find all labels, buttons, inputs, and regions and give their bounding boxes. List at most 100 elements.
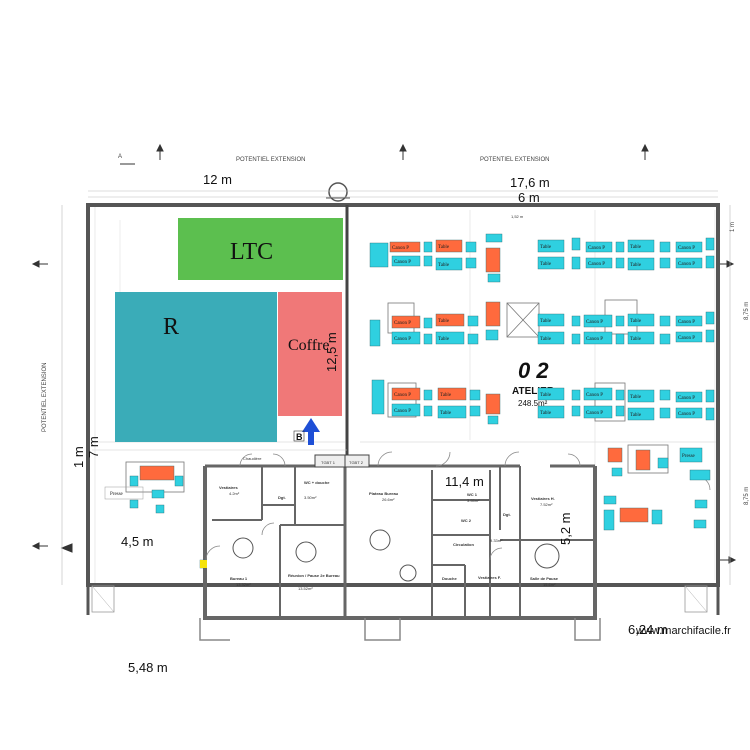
furniture-item[interactable] xyxy=(675,315,703,327)
furniture-item[interactable] xyxy=(469,405,481,417)
furniture-item[interactable] xyxy=(627,407,655,421)
furniture-item[interactable] xyxy=(485,301,501,327)
furniture-item[interactable] xyxy=(627,331,655,345)
furniture-item[interactable] xyxy=(659,389,671,401)
furniture-item[interactable] xyxy=(537,387,565,401)
furniture-item[interactable] xyxy=(659,257,671,269)
furniture-item[interactable] xyxy=(485,247,501,273)
furniture-item[interactable] xyxy=(571,389,581,401)
furniture-item[interactable] xyxy=(651,509,663,525)
furniture-item[interactable] xyxy=(467,315,479,327)
furniture-item[interactable] xyxy=(423,405,433,417)
furniture-item[interactable] xyxy=(435,239,463,253)
furniture-item[interactable] xyxy=(689,469,711,481)
furniture-item[interactable] xyxy=(615,389,625,401)
furniture-item[interactable] xyxy=(627,313,655,327)
furniture-item[interactable] xyxy=(423,255,433,267)
furniture-item[interactable] xyxy=(571,315,581,327)
furniture-item[interactable] xyxy=(465,257,477,269)
furniture-item[interactable] xyxy=(705,407,715,421)
furniture-item[interactable] xyxy=(391,315,421,329)
furniture-item[interactable] xyxy=(485,233,503,243)
furniture-item[interactable] xyxy=(139,465,175,481)
furniture-item[interactable] xyxy=(659,241,671,253)
furniture-item[interactable] xyxy=(583,387,613,401)
furniture-item[interactable] xyxy=(423,317,433,329)
furniture-item[interactable] xyxy=(705,329,715,343)
furniture-item[interactable] xyxy=(369,242,389,268)
furniture-item[interactable] xyxy=(694,499,708,509)
furniture-item[interactable] xyxy=(611,467,623,477)
furniture-item[interactable] xyxy=(129,499,139,509)
furniture-item[interactable] xyxy=(571,256,581,270)
furniture-item[interactable] xyxy=(369,319,381,347)
furniture-item[interactable] xyxy=(129,475,139,487)
furniture-item[interactable] xyxy=(571,237,581,251)
furniture-item[interactable] xyxy=(423,241,433,253)
furniture-item[interactable] xyxy=(627,389,655,403)
zone-r[interactable] xyxy=(115,292,277,442)
furniture-item[interactable] xyxy=(585,257,613,269)
furniture-item[interactable] xyxy=(174,475,184,487)
furniture-item[interactable] xyxy=(675,391,703,403)
furniture-item[interactable] xyxy=(151,489,165,499)
furniture-item[interactable] xyxy=(571,405,581,417)
furniture-item[interactable] xyxy=(705,255,715,269)
furniture-item[interactable] xyxy=(583,314,613,328)
furniture-item[interactable] xyxy=(537,239,565,253)
furniture-item[interactable] xyxy=(583,331,613,345)
furniture-item[interactable] xyxy=(371,379,385,415)
furniture-item[interactable] xyxy=(437,405,467,419)
furniture-item[interactable] xyxy=(607,447,623,463)
furniture-item[interactable] xyxy=(659,315,671,327)
furniture-item[interactable] xyxy=(391,331,421,345)
furniture-item[interactable] xyxy=(693,519,707,529)
furniture-item[interactable] xyxy=(391,403,421,417)
furniture-item[interactable] xyxy=(615,241,625,253)
furniture-item[interactable] xyxy=(485,329,499,341)
furniture-item[interactable] xyxy=(675,241,703,253)
furniture-item[interactable] xyxy=(627,257,655,271)
furniture-item[interactable] xyxy=(705,237,715,251)
furniture-item[interactable] xyxy=(537,256,565,270)
furniture-item[interactable] xyxy=(435,331,465,345)
furniture-item[interactable] xyxy=(627,239,655,253)
furniture-item[interactable] xyxy=(437,387,467,401)
furniture-item[interactable] xyxy=(155,504,165,514)
furniture-item[interactable] xyxy=(423,333,433,345)
furniture-item[interactable] xyxy=(619,507,649,523)
furniture-item[interactable] xyxy=(435,313,465,327)
furniture-item[interactable] xyxy=(659,333,671,345)
furniture-item[interactable] xyxy=(675,407,703,419)
furniture-item[interactable] xyxy=(705,311,715,325)
furniture-item[interactable] xyxy=(485,393,501,415)
furniture-item[interactable] xyxy=(465,241,477,253)
furniture-item[interactable] xyxy=(657,457,669,469)
zone-coffre[interactable] xyxy=(278,292,342,416)
furniture-item[interactable] xyxy=(389,241,421,253)
furniture-item[interactable] xyxy=(537,331,565,345)
furniture-item[interactable] xyxy=(705,389,715,403)
furniture-item[interactable] xyxy=(487,415,499,425)
furniture-item[interactable] xyxy=(603,495,617,505)
furniture-item[interactable] xyxy=(469,389,481,401)
furniture-item[interactable] xyxy=(467,333,479,345)
furniture-item[interactable] xyxy=(615,315,625,327)
furniture-item[interactable] xyxy=(571,333,581,345)
furniture-item[interactable] xyxy=(615,257,625,269)
furniture-item[interactable] xyxy=(423,389,433,401)
furniture-item[interactable] xyxy=(537,313,565,327)
furniture-item[interactable] xyxy=(635,449,651,471)
furniture-item[interactable] xyxy=(391,387,421,401)
furniture-item[interactable] xyxy=(603,509,615,531)
furniture-item[interactable] xyxy=(615,405,625,417)
furniture-item[interactable] xyxy=(659,407,671,419)
furniture-item[interactable] xyxy=(435,257,463,271)
furniture-item[interactable] xyxy=(679,447,703,463)
furniture-item[interactable] xyxy=(487,273,501,283)
furniture-item[interactable] xyxy=(583,405,613,419)
furniture-item[interactable] xyxy=(537,405,565,419)
furniture-item[interactable] xyxy=(585,241,613,253)
furniture-item[interactable] xyxy=(615,333,625,345)
zone-ltc[interactable] xyxy=(178,218,343,280)
